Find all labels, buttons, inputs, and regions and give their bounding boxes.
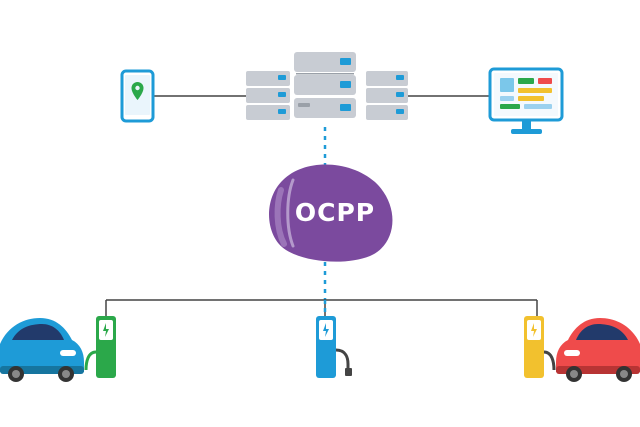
charger-bus bbox=[105, 299, 538, 316]
top-connectors bbox=[153, 95, 490, 300]
protocol-label: OCPP bbox=[295, 198, 375, 227]
car-icon bbox=[556, 318, 640, 382]
ev-charger-icon bbox=[316, 316, 352, 378]
phone-location-icon bbox=[120, 69, 155, 123]
ev-charger-icon bbox=[84, 316, 116, 378]
server-center bbox=[294, 52, 356, 118]
server-rack-icon bbox=[246, 52, 408, 120]
ocpp-protocol-badge: OCPP bbox=[269, 164, 393, 262]
ev-charger-icon bbox=[524, 316, 556, 378]
server-right bbox=[366, 71, 408, 120]
car-icon bbox=[0, 318, 84, 382]
server-left bbox=[246, 71, 290, 120]
monitor-dashboard-icon bbox=[488, 67, 564, 134]
